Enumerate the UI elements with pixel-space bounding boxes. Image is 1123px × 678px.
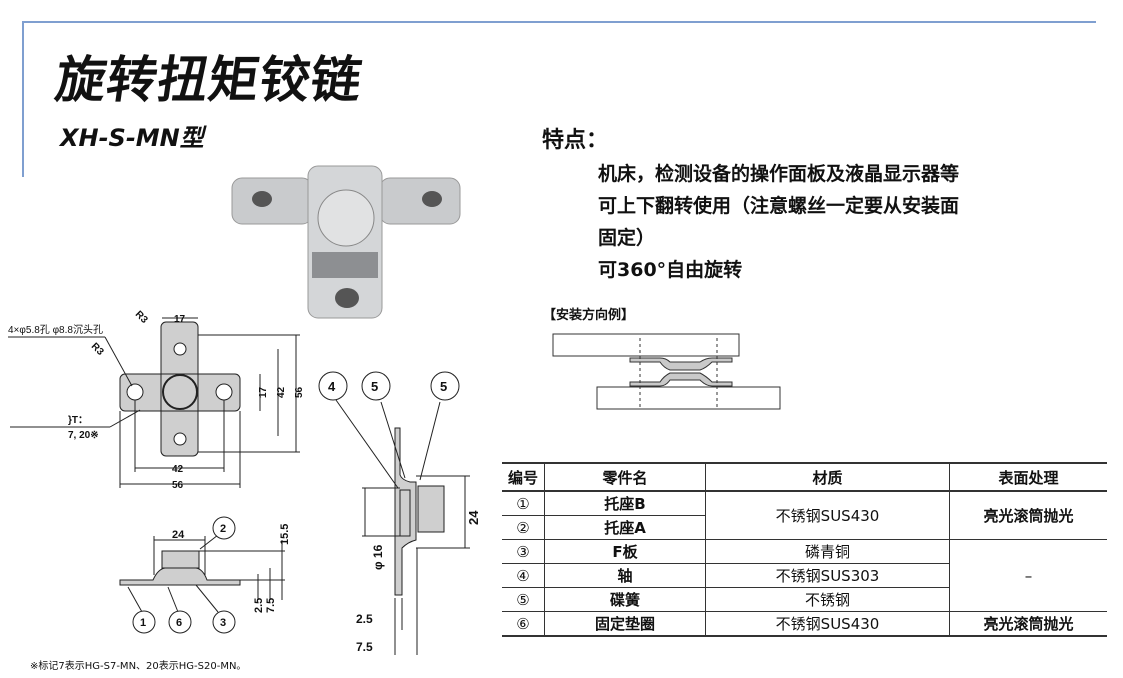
dim-15-5: 15.5 (279, 524, 291, 545)
callout-6: 6 (176, 617, 182, 629)
product-photo (231, 165, 461, 319)
dim-17-vertical: 17 (258, 386, 269, 398)
hole-note: 4×φ5.8孔 φ8.8沉头孔 (8, 323, 103, 336)
part-material: 不锈钢SUS303 (705, 563, 950, 588)
feature-line: 固定） (598, 227, 656, 249)
feature-line: 机床，检测设备的操作面板及液晶显示器等 (598, 163, 960, 185)
dim-56-vertical: 56 (294, 386, 305, 398)
callout-5: 5 (371, 379, 378, 394)
end-view-drawing (318, 371, 470, 655)
features-heading: 特点： (542, 128, 609, 153)
header-finish: 表面处理 (949, 462, 1107, 492)
part-name: 托座A (544, 515, 706, 540)
header-part: 零件名 (544, 462, 706, 492)
table-row: ⑤ 碟簧 不锈钢 (502, 587, 1107, 612)
r3-label: R3 (133, 309, 150, 326)
top-view-drawing (8, 317, 300, 488)
frame-left-line (22, 21, 24, 177)
dim-42-vertical: 42 (276, 386, 287, 398)
features-list: 机床，检测设备的操作面板及液晶显示器等 可上下翻转使用（注意螺丝一定要从安装面 … (598, 158, 1098, 286)
dim-2-5: 2.5 (356, 612, 373, 626)
dim-phi16: φ 16 (371, 544, 385, 570)
side-view-drawing (119, 516, 285, 634)
callout-3: 3 (220, 617, 226, 629)
table-row: ② 托座A (502, 515, 1107, 540)
part-name: F板 (544, 539, 706, 564)
table-row: ③ F板 磷青铜 – (502, 539, 1107, 612)
part-material: 不锈钢 (705, 587, 950, 612)
table-row: ⑥ 固定垫圈 不锈钢SUS430 亮光滚筒抛光 (502, 611, 1107, 637)
dim-2-5: 2.5 (253, 598, 265, 613)
header-material: 材质 (705, 462, 950, 492)
frame-top-line (22, 21, 1096, 23)
part-finish: 亮光滚筒抛光 (949, 611, 1107, 637)
callout-5: 5 (440, 379, 447, 394)
parts-table: 编号 零件名 材质 表面处理 ① 托座B 不锈钢SUS430 亮光滚筒抛光 ② … (502, 462, 1107, 637)
footnote: ※标记7表示HG-S7-MN、20表示HG-S20-MN。 (30, 661, 247, 672)
header-no: 编号 (502, 462, 545, 492)
table-row: ① 托座B 不锈钢SUS430 亮光滚筒抛光 (502, 491, 1107, 540)
dim-7-5: 7.5 (356, 640, 373, 654)
part-no: ① (502, 491, 545, 516)
callout-1: 1 (140, 617, 146, 629)
model-name: XH-S-MN型 (60, 124, 204, 152)
callout-4: 4 (328, 379, 336, 394)
dim-24-vertical: 24 (466, 510, 481, 525)
part-finish: – (949, 539, 1107, 612)
part-no: ④ (502, 563, 545, 588)
part-name: 碟簧 (544, 587, 706, 612)
part-no: ② (502, 515, 545, 540)
part-no: ⑥ (502, 611, 545, 637)
part-no: ⑤ (502, 587, 545, 612)
part-material: 磷青铜 (705, 539, 950, 564)
table-row: ④ 轴 不锈钢SUS303 (502, 563, 1107, 588)
r3-label: R3 (89, 341, 106, 358)
t-values: 7, 20※ (68, 430, 99, 441)
callout-2: 2 (220, 523, 226, 535)
t-note: }T： (68, 415, 88, 426)
part-name: 托座B (544, 491, 706, 516)
dim-56: 56 (172, 480, 184, 491)
dim-17: 17 (174, 314, 186, 325)
part-name: 轴 (544, 563, 706, 588)
part-name: 固定垫圈 (544, 611, 706, 637)
dim-24: 24 (172, 529, 185, 541)
part-no: ③ (502, 539, 545, 564)
feature-line: 可上下翻转使用（注意螺丝一定要从安装面 (598, 195, 960, 217)
dim-7-5: 7.5 (265, 598, 277, 613)
feature-line: 可360°自由旋转 (598, 259, 743, 281)
part-material: 不锈钢SUS430 (705, 491, 950, 540)
part-finish: 亮光滚筒抛光 (949, 491, 1107, 540)
install-example-drawing (552, 333, 781, 410)
part-material: 不锈钢SUS430 (705, 611, 950, 637)
dim-42: 42 (172, 464, 184, 475)
install-heading: 【安装方向例】 (543, 308, 635, 323)
